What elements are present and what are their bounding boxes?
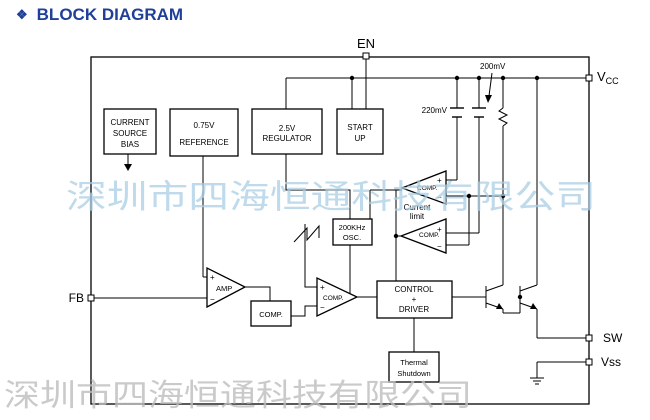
control-driver-line-1: CONTROL — [394, 285, 434, 294]
en-label: EN — [357, 36, 375, 51]
vcc-label: VCC — [597, 69, 619, 86]
comp-upper-triangle: COMP. + − — [400, 170, 447, 205]
chip-outline — [90, 56, 590, 405]
comp-box-label: COMP. — [259, 310, 283, 319]
reference-line-1: 0.75V — [194, 121, 216, 130]
reference-line-2: REFERENCE — [179, 138, 228, 147]
label-220mv: 220mV — [422, 106, 448, 115]
battery-220mv — [450, 107, 464, 118]
regulator-block: 2.5V REGULATOR — [251, 108, 323, 155]
regulator-line-2: REGULATOR — [262, 134, 311, 143]
thermal-shutdown-line-2: Shutdown — [397, 369, 430, 378]
sw-pin — [585, 334, 593, 342]
title-text: BLOCK DIAGRAM — [36, 5, 184, 24]
control-driver-block: CONTROL + DRIVER — [376, 280, 453, 319]
en-pin — [362, 52, 370, 60]
startup-line-1: START — [347, 123, 373, 132]
oscillator-block: 200KHz OSC. — [332, 218, 373, 246]
comp-upper-minus: − — [437, 193, 442, 202]
amp-plus: + — [210, 273, 215, 282]
amp-triangle: AMP + − — [206, 266, 247, 309]
current-source-bias-line-3: BIAS — [121, 140, 139, 149]
vss-label: Vss — [601, 355, 621, 369]
current-source-bias-line-1: CURRENT — [110, 118, 149, 127]
oscillator-line-1: 200KHz — [339, 223, 366, 232]
control-driver-line-2: + — [412, 295, 417, 304]
comp-main-minus: − — [320, 303, 325, 312]
comp-lower-plus: + — [437, 225, 442, 234]
thermal-shutdown-line-1: Thermal — [400, 358, 428, 367]
comp-lower-label: COMP. — [419, 232, 440, 239]
reference-block: 0.75V REFERENCE — [169, 108, 239, 157]
label-200mv: 200mV — [480, 62, 506, 71]
startup-block: START UP — [336, 108, 384, 155]
vcc-pin — [585, 74, 593, 82]
comp-upper-label: COMP. — [417, 185, 438, 192]
vcc-label-sub: CC — [606, 76, 619, 86]
battery-200mv — [472, 107, 486, 118]
vss-pin — [585, 358, 593, 366]
regulator-line-1: 2.5V — [279, 124, 296, 133]
comp-main-triangle: COMP. + − — [316, 276, 359, 318]
current-limit-line-2: limit — [410, 212, 425, 221]
vcc-label-main: V — [597, 69, 606, 84]
comp-lower-minus: − — [437, 242, 442, 251]
current-source-bias-line-2: SOURCE — [113, 129, 147, 138]
comp-main-label: COMP. — [323, 295, 344, 302]
comp-upper-plus: + — [437, 176, 442, 185]
title-bullet-icon: ❖ — [16, 7, 28, 22]
control-driver-line-3: DRIVER — [399, 305, 429, 314]
comp-lower-triangle: COMP. + − — [399, 218, 447, 254]
arrow-200mv — [485, 72, 493, 103]
junction-dots — [349, 75, 540, 300]
amp-label: AMP — [216, 284, 232, 293]
watermark-middle: 深圳市四海恒通科技有限公司 — [66, 177, 596, 216]
current-limit-line-1: Current — [404, 203, 431, 212]
thermal-shutdown-block: Thermal Shutdown — [388, 351, 440, 383]
sw-label: SW — [603, 331, 623, 345]
current-source-bias-block: CURRENT SOURCE BIAS — [103, 108, 157, 155]
watermark-bottom: 深圳市四海恒通科技有限公司 — [4, 378, 472, 414]
comp-main-plus: + — [320, 283, 325, 292]
startup-line-2: UP — [354, 134, 365, 143]
comp-box-block: COMP. — [250, 300, 292, 327]
fb-pin — [87, 294, 95, 302]
page-title: ❖ BLOCK DIAGRAM — [16, 5, 183, 25]
oscillator-line-2: OSC. — [343, 233, 361, 242]
amp-minus: − — [210, 295, 215, 304]
fb-label: FB — [69, 291, 84, 305]
